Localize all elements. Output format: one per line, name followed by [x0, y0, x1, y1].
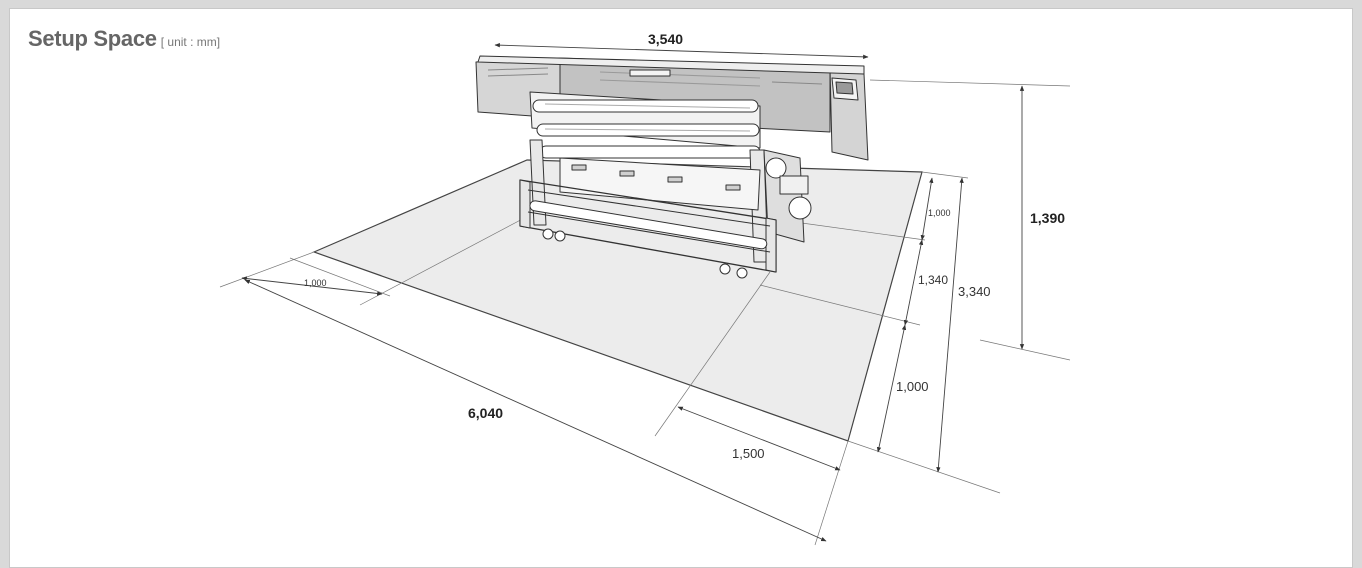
printer-illustration [475, 55, 869, 279]
dim-front-gap-label: 1,000 [896, 379, 929, 394]
dim-line-front-gap [876, 324, 907, 453]
dim-side-gap-label: 1,000 [304, 278, 327, 288]
dim-machine-label: 1,340 [918, 273, 948, 287]
page-title: Setup Space[ unit : mm] [28, 26, 220, 52]
title-text: Setup Space [28, 26, 157, 51]
dim-height-label: 1,390 [1030, 210, 1065, 226]
dim-rear-gap-label: 1,000 [928, 208, 951, 218]
dim-line-width [494, 42, 869, 60]
dim-line-front-gap-width [677, 406, 841, 471]
dim-line-machine [903, 239, 924, 326]
dim-width-label: 3,540 [648, 31, 683, 47]
dim-line-length-total [244, 279, 827, 542]
dim-line-depth-total [936, 177, 964, 473]
dim-line-rear-gap [920, 177, 934, 241]
dim-length-total-label: 6,040 [468, 405, 503, 421]
unit-label: [ unit : mm] [160, 35, 221, 49]
dim-front-gap-width-label: 1,500 [732, 446, 765, 461]
dim-depth-total-label: 3,340 [958, 284, 991, 299]
floor-footprint [312, 159, 923, 442]
dimension-lines [241, 42, 1025, 542]
